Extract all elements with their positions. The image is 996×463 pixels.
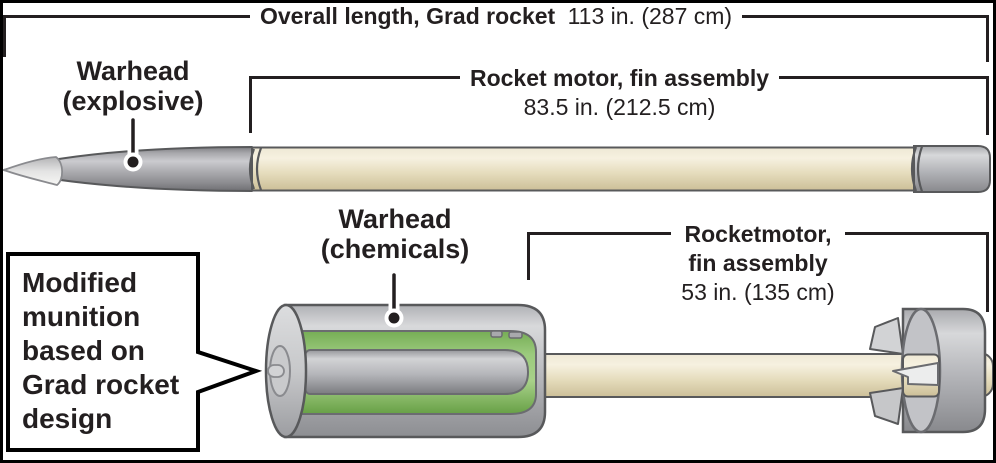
rocket-motor-tube (251, 146, 921, 192)
motor-bottom-bracket-right-tick (986, 232, 989, 312)
motor-top-bracket-left-tick (249, 76, 252, 133)
modified-munition-callout-text: Modified munition based on Grad rocket d… (22, 266, 192, 436)
rivet (490, 330, 503, 338)
rocket-motor-bottom-title-line1: Rocketmotor, (684, 221, 832, 247)
motor-bottom-bracket-left-tick (527, 232, 530, 280)
rocket-motor-label-top: Rocket motor, fin assembly 83.5 in. (212… (250, 64, 989, 122)
warhead-explosive-line1: Warhead (76, 56, 190, 86)
overall-bracket-right-tick (986, 15, 989, 62)
overall-bracket-left-line (3, 15, 250, 18)
callout-box-shape (6, 252, 263, 452)
rocket-motor-label-bottom: Rocketmotor, fin assembly 53 in. (135 cm… (527, 220, 989, 307)
warhead-explosive-pointer (123, 113, 143, 172)
rivet (508, 331, 523, 339)
overall-length-label: Overall length, Grad rocket 113 in. (287… (3, 2, 990, 30)
motor-tube (544, 353, 911, 398)
fin-blade (892, 362, 939, 386)
overall-bracket-right-line (742, 15, 990, 18)
overall-length-measurement: 113 in. (287 cm) (567, 3, 733, 29)
overall-bracket-left-tick (3, 15, 6, 57)
burster-tube (301, 349, 530, 395)
rocket-motor-bottom-text: Rocketmotor, fin assembly 53 in. (135 cm… (671, 220, 844, 307)
rocket-motor-top-measurement: 83.5 in. (212.5 cm) (523, 94, 716, 120)
warhead-explosive-label: Warhead (explosive) (33, 56, 233, 116)
tail-cap-rim-arc (910, 146, 918, 192)
tail-cap (913, 145, 991, 193)
rocket-motor-bottom-title-line2: fin assembly (688, 250, 828, 276)
callout-line: based on (22, 335, 145, 366)
motor-top-bracket-right-line (779, 76, 989, 79)
modified-munition-illustration (264, 303, 994, 439)
cone-tube-joint-arc (255, 147, 263, 191)
warhead-chemicals-pointer (384, 268, 404, 328)
overall-length-text: Overall length, Grad rocket 113 in. (287… (250, 2, 742, 30)
folded-fin-top (869, 317, 904, 355)
callout-line: Grad rocket (22, 369, 180, 400)
motor-top-bracket-right-tick (986, 76, 989, 135)
fuze-well (267, 364, 285, 378)
warhead-chemicals-line2: (chemicals) (320, 234, 470, 264)
folded-fin-bottom (869, 387, 904, 425)
motor-top-bracket-left-line (250, 76, 460, 79)
tail-cap-rim-arc (916, 146, 924, 192)
pointer-dot (388, 312, 400, 324)
overall-length-title: Overall length, Grad rocket (259, 3, 556, 29)
warhead-chemicals-line1: Warhead (338, 204, 452, 234)
cone-tube-joint-arc (248, 148, 256, 190)
warhead-chemicals-label: Warhead (chemicals) (295, 204, 495, 264)
rocket-motor-bottom-measurement: 53 in. (135 cm) (681, 279, 835, 305)
warhead-explosive-line2: (explosive) (62, 86, 204, 116)
callout-line: Modified (22, 267, 138, 298)
rocket-motor-top-text: Rocket motor, fin assembly 83.5 in. (212… (460, 64, 779, 122)
nose-tip (1, 156, 64, 186)
rocket-motor-top-title: Rocket motor, fin assembly (469, 65, 770, 91)
motor-bottom-bracket-left-line (527, 232, 672, 235)
pointer-dot (127, 156, 139, 168)
motor-bottom-bracket-right-line (844, 232, 989, 235)
grad-rocket-illustration (1, 145, 991, 193)
callout-line: munition (22, 301, 141, 332)
callout-line: design (22, 403, 113, 434)
